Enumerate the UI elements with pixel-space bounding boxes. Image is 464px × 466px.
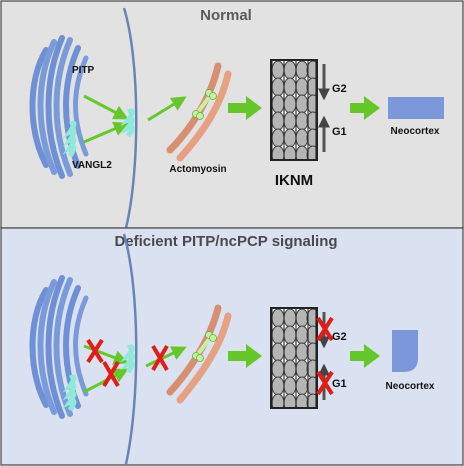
vangl2-block-x-icon — [102, 360, 120, 388]
iknm-cell-column — [271, 308, 317, 408]
vangl2-label: VANGL2 — [72, 160, 112, 171]
iknm-column-border — [270, 59, 318, 161]
membrane-vangl2-icon — [120, 344, 135, 374]
pitp-label: PITP — [72, 65, 95, 76]
cell-membrane — [122, 233, 138, 465]
myosin-bone-icon — [192, 331, 217, 362]
g1-block-x-icon — [316, 370, 334, 396]
iknm-to-neocortex-arrow — [350, 96, 380, 120]
neocortex-label: Neocortex — [386, 381, 435, 392]
cell-membrane — [122, 7, 138, 229]
g2-block-x-icon — [316, 316, 334, 342]
iknm-column-border — [270, 307, 318, 409]
membrane-to-actomyosin-arrow — [145, 346, 187, 368]
iknm-to-neocortex-arrow — [350, 344, 380, 368]
vangl2-icon — [62, 374, 77, 412]
deficient-panel-title: Deficient PITP/ncPCP signaling — [114, 233, 337, 250]
actomyosin-to-iknm-arrow — [228, 344, 262, 368]
normal-panel-title: Normal — [200, 7, 252, 24]
g2-label: G2 — [332, 331, 347, 343]
golgi-apparatus-icon — [29, 35, 89, 179]
membrane-to-actomyosin-arrow — [147, 96, 187, 122]
actomyosin-to-iknm-arrow — [228, 96, 262, 120]
neocortex-block — [392, 330, 418, 372]
g2-label: G2 — [332, 83, 347, 95]
vangl2-to-membrane-arrow — [83, 121, 129, 144]
membrane-vangl2-icon — [120, 108, 135, 138]
myosin-bone-icon — [192, 89, 217, 120]
pitp-to-membrane-arrow — [83, 344, 129, 365]
vangl2-icon — [62, 120, 77, 158]
pitp-block-x-icon — [86, 338, 104, 364]
deficient-panel: Deficient PITP/ncPCP signaling — [0, 227, 464, 466]
g1-label: G1 — [332, 378, 347, 390]
pitp-to-membrane-arrow — [83, 94, 129, 120]
iknm-label: IKNM — [275, 172, 313, 189]
actomyosin-label: Actomyosin — [169, 164, 226, 175]
iknm-cell-column — [271, 60, 317, 160]
neocortex-label: Neocortex — [391, 126, 440, 137]
g1-label: G1 — [332, 126, 347, 138]
actomyosin-block-x-icon — [151, 344, 169, 372]
neocortex-block — [388, 97, 444, 119]
normal-panel: Normal PITP VANGL2 — [0, 0, 464, 229]
